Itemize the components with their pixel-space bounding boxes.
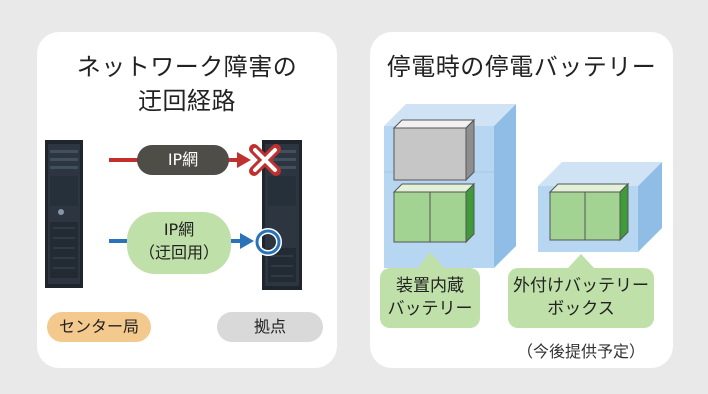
center-server-icon (45, 140, 83, 288)
external-battery-label-line1: 外付けバッテリー (513, 276, 649, 296)
backup-link-label-line2: （迂回用） (138, 243, 219, 262)
site-badge: 拠点 (217, 312, 323, 342)
panel-title-line2: 迂回経路 (138, 87, 236, 115)
power-outage-battery-panel: 停電時の停電バッテリー (370, 32, 673, 368)
primary-link-label: IP網 (137, 145, 229, 175)
battery-diagram (384, 104, 662, 268)
external-battery-box (538, 162, 662, 252)
backup-link-label: IP網 （迂回用） (127, 212, 231, 274)
failure-x-icon (249, 144, 281, 176)
internal-battery-device (384, 104, 516, 268)
center-station-badge: センター局 (47, 312, 151, 342)
external-label-pointer (568, 254, 594, 268)
battery-panel-title: 停電時の停電バッテリー (386, 53, 657, 81)
network-diagram (45, 140, 302, 290)
panel-title-line1: ネットワーク障害の (76, 53, 298, 81)
internal-label-pointer (418, 252, 444, 268)
network-failover-panel: ネットワーク障害の 迂回経路 (37, 32, 337, 368)
external-battery-label: 外付けバッテリー ボックス (508, 268, 654, 328)
external-battery-label-line2: ボックス (547, 299, 615, 319)
backup-link-label-line1: IP網 (163, 220, 195, 239)
internal-battery-label-line1: 装置内蔵 (396, 276, 464, 296)
internal-battery-label: 装置内蔵 バッテリー (380, 268, 480, 328)
success-circle-icon (254, 228, 282, 256)
availability-note: （今後提供予定） (516, 342, 645, 361)
internal-battery-label-line2: バッテリー (387, 299, 473, 319)
